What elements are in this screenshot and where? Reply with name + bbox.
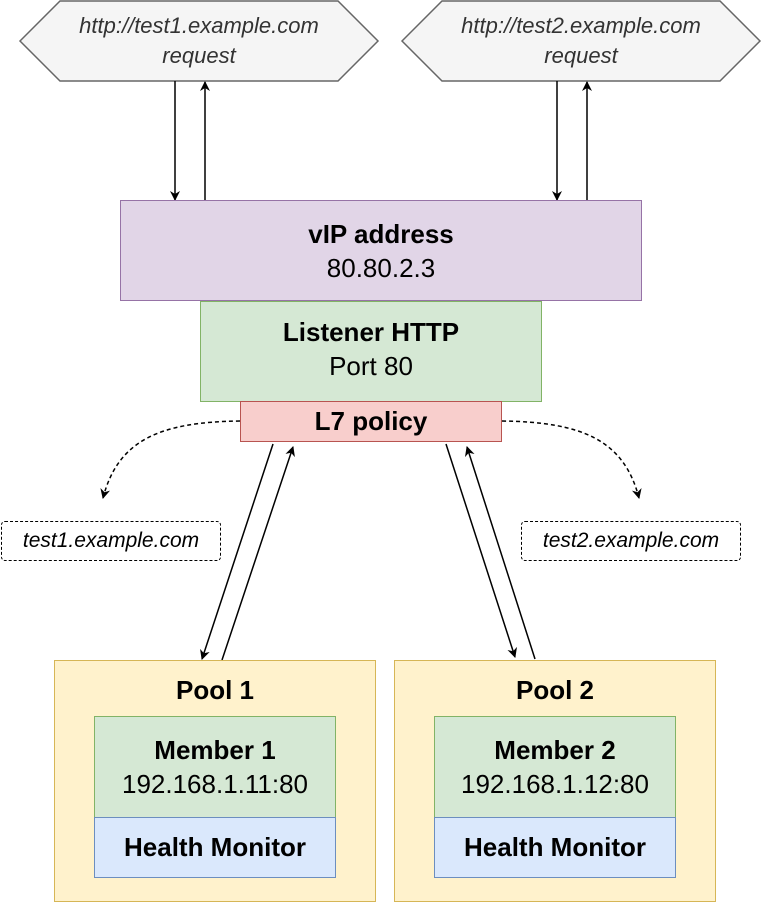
vip-title: vIP address — [308, 218, 454, 249]
member-1-box: Member 1 192.168.1.11:80 — [94, 716, 336, 818]
rule-1-label: test1.example.com — [1, 521, 221, 561]
member-1-title: Member 1 — [154, 735, 276, 765]
member-2-address: 192.168.1.12:80 — [461, 769, 649, 799]
request-2-text: http://test2.example.com request — [422, 6, 740, 76]
vip-value: 80.80.2.3 — [326, 252, 436, 283]
member-2-box: Member 2 192.168.1.12:80 — [434, 716, 676, 818]
policy-left-dashed-arrow — [100, 420, 241, 499]
health-monitor-2-title: Health Monitor — [464, 832, 646, 862]
health-monitor-1-box: Health Monitor — [94, 817, 336, 878]
pool-2-title: Pool 2 — [515, 675, 594, 705]
request-1-hexagon — [18, 0, 380, 82]
request-1-url: http://test1.example.com — [79, 13, 319, 38]
member-1-address: 192.168.1.11:80 — [121, 769, 309, 799]
policy-right-dashed-arrow — [501, 420, 642, 499]
policy-to-pool-2-arrow — [445, 443, 517, 658]
rule-2-label: test2.example.com — [521, 521, 741, 561]
listener-value: Port 80 — [329, 350, 413, 381]
listener-box: Listener HTTP Port 80 — [200, 301, 542, 402]
health-monitor-1-title: Health Monitor — [124, 832, 306, 862]
listener-title: Listener HTTP — [282, 316, 460, 347]
vip-address-box: vIP address 80.80.2.3 — [120, 200, 642, 301]
request-1-text: http://test1.example.com request — [40, 6, 358, 76]
request-2-url: http://test2.example.com — [461, 13, 701, 38]
request-2-label: request — [544, 43, 618, 68]
pool-2-to-policy-arrow — [464, 446, 536, 660]
request-1-label: request — [162, 43, 236, 68]
policy-to-pool-1-arrow — [200, 443, 274, 660]
health-monitor-2-box: Health Monitor — [434, 817, 676, 878]
member-2-title: Member 2 — [494, 735, 616, 765]
pool-1-title: Pool 1 — [175, 675, 254, 705]
request-2-hexagon — [400, 0, 762, 82]
pool-1-to-policy-arrow — [221, 446, 295, 661]
l7-policy-title: L7 policy — [314, 406, 428, 436]
l7-policy-box: L7 policy — [240, 401, 502, 442]
